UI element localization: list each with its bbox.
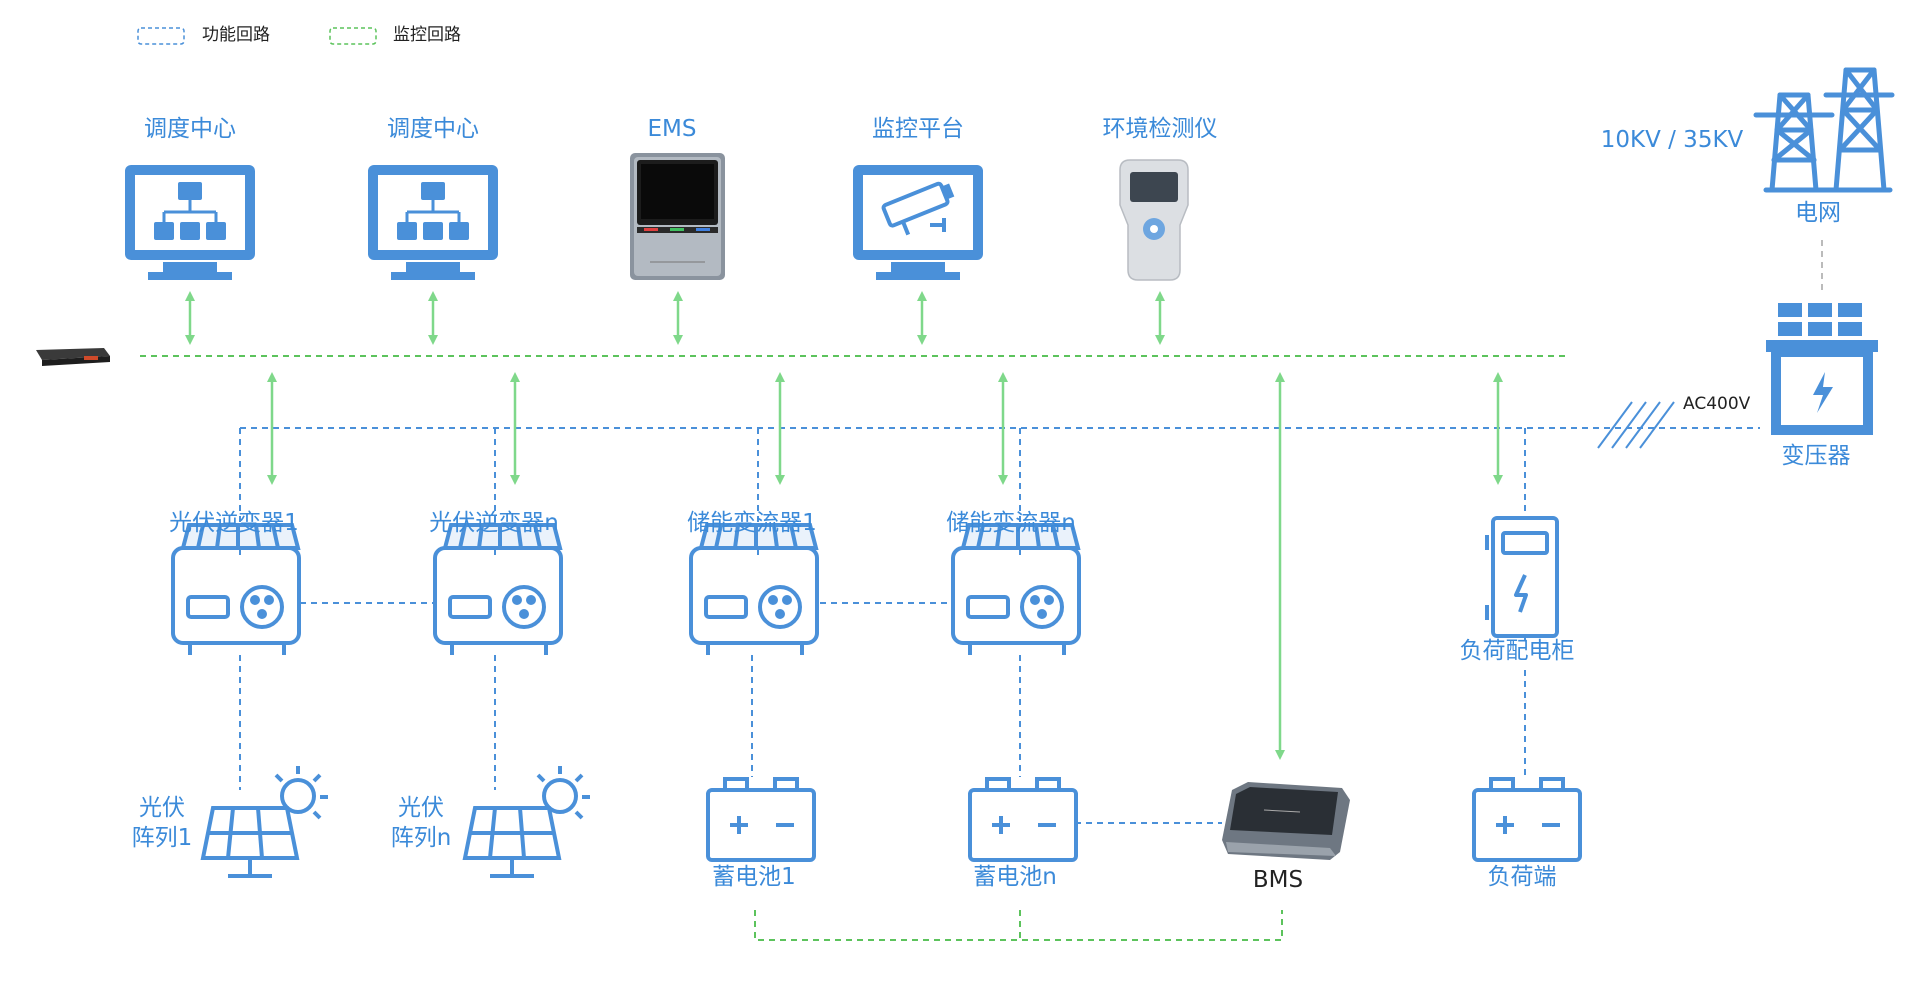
- network-switch-icon: [36, 348, 110, 366]
- pv-array-n-label-line2: 阵列n: [390, 825, 452, 851]
- environment-detector-icon: [1119, 159, 1189, 281]
- pcs-n-label: 储能变流器n: [946, 510, 1076, 536]
- pv-inverter-n-label: 光伏逆变器n: [429, 510, 559, 536]
- monitoring-platform-label: 监控平台: [872, 116, 964, 142]
- pv-array-n-label-line1: 光伏: [397, 795, 444, 821]
- bms-device-icon: [1222, 782, 1350, 860]
- legend-monitoring-label: 监控回路: [393, 25, 461, 45]
- pcs-1-label: 储能变流器1: [687, 510, 817, 536]
- battery-1-icon: [706, 777, 816, 862]
- battery-1-label: 蓄电池1: [712, 864, 796, 890]
- ems-label: EMS: [647, 116, 697, 142]
- environment-detector-label: 环境检测仪: [1102, 116, 1218, 142]
- dispatch-center-2-icon: [368, 165, 498, 280]
- battery-n-icon: [968, 777, 1078, 862]
- ac-voltage-label: AC400V: [1683, 394, 1751, 414]
- dispatch-center-1-icon: [125, 165, 255, 280]
- load-battery-icon: [1472, 777, 1582, 862]
- grid-label: 电网: [1795, 200, 1841, 226]
- transformer-icon: [1766, 303, 1878, 435]
- legend-functional-swatch: [137, 27, 185, 45]
- pcs-n-icon: [951, 523, 1081, 655]
- legend-functional-label: 功能回路: [202, 25, 270, 45]
- battery-n-label: 蓄电池n: [973, 864, 1057, 890]
- load-distribution-cabinet-icon: [1485, 516, 1559, 638]
- voltage-label: 10KV / 35KV: [1600, 127, 1744, 153]
- load-end-label: 负荷端: [1487, 864, 1557, 890]
- legend-monitoring-swatch: [329, 27, 377, 45]
- pv-array-1-label-line1: 光伏: [138, 795, 185, 821]
- pv-inverter-1-label: 光伏逆变器1: [169, 510, 299, 536]
- dispatch-center-2-label: 调度中心: [387, 116, 479, 142]
- pv-array-n-label: 光伏 阵列n: [391, 793, 452, 853]
- monitoring-arrows: [185, 291, 1503, 760]
- pv-array-n-icon: [462, 766, 590, 878]
- functional-drops: [239, 428, 1526, 824]
- pv-inverter-1-icon: [171, 523, 301, 655]
- monitoring-battery-loop: [754, 910, 1283, 941]
- power-tower-icon: [1753, 67, 1895, 193]
- monitoring-platform-icon: [853, 165, 983, 280]
- dispatch-center-1-label: 调度中心: [144, 116, 236, 142]
- ac-cable-slashes: [1597, 401, 1675, 449]
- pv-inverter-n-icon: [433, 523, 563, 655]
- legend: [137, 27, 377, 45]
- pcs-1-icon: [689, 523, 819, 655]
- pv-array-1-label: 光伏 阵列1: [132, 793, 193, 853]
- bms-label: BMS: [1252, 867, 1304, 893]
- pv-array-1-icon: [200, 766, 328, 878]
- transformer-label: 变压器: [1781, 443, 1851, 469]
- pv-array-1-label-line2: 阵列1: [131, 825, 193, 851]
- load-cabinet-label: 负荷配电柜: [1459, 638, 1575, 664]
- ems-device-icon: [630, 153, 725, 280]
